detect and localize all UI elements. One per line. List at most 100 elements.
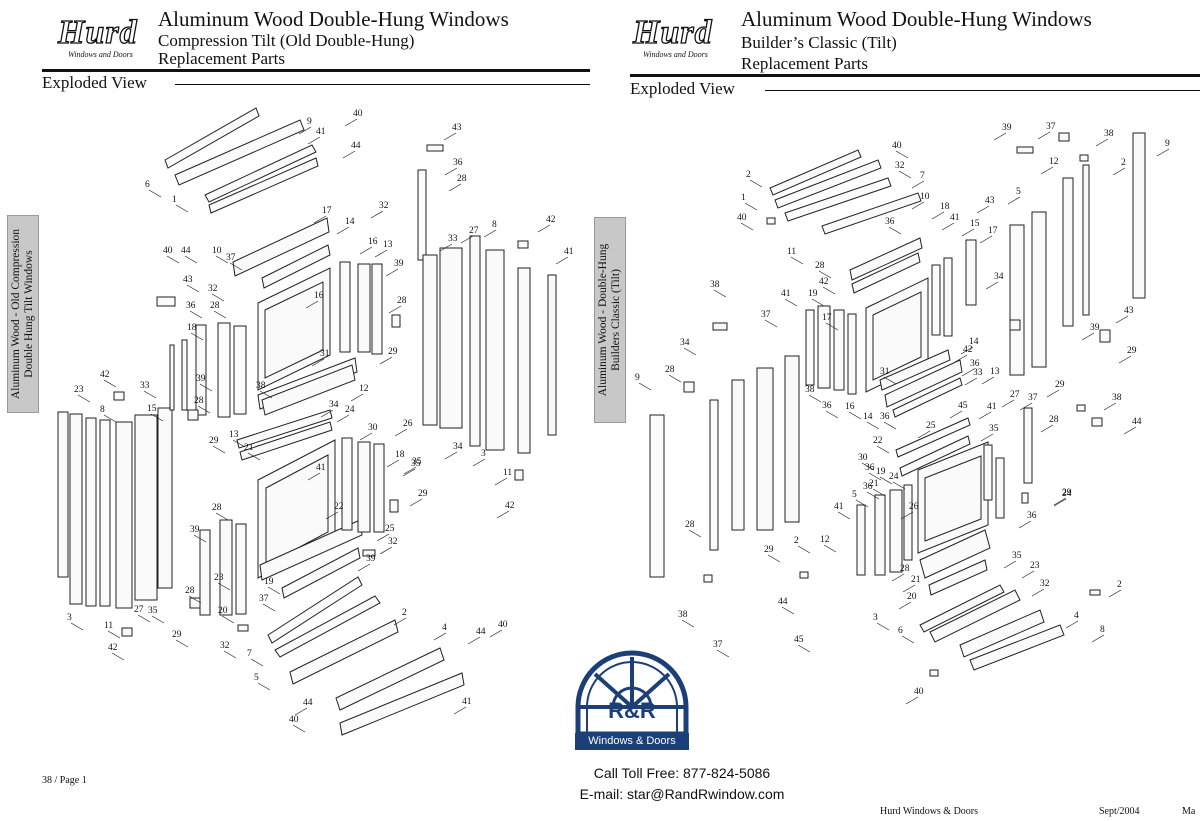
part-callout: 37 bbox=[1046, 122, 1056, 132]
part-callout: 28 bbox=[685, 520, 695, 530]
callout-leader bbox=[1021, 570, 1035, 579]
window-part bbox=[357, 441, 371, 533]
window-part bbox=[847, 313, 857, 395]
callout-leader bbox=[215, 255, 229, 264]
callout-leader bbox=[961, 228, 975, 237]
callout-leader bbox=[941, 222, 955, 231]
part-callout: 21 bbox=[244, 443, 254, 453]
part-callout: 29 bbox=[1062, 488, 1072, 498]
callout-leader bbox=[976, 205, 990, 214]
dealer-email: E-mail: star@RandRwindow.com bbox=[579, 786, 785, 802]
part-callout: 37 bbox=[761, 310, 771, 320]
callout-leader bbox=[448, 183, 462, 192]
part-callout: 37 bbox=[1028, 393, 1038, 403]
window-part bbox=[1132, 132, 1146, 299]
part-callout: 6 bbox=[898, 626, 903, 636]
part-callout: 41 bbox=[950, 213, 960, 223]
header-rule bbox=[42, 69, 590, 72]
window-part bbox=[899, 435, 971, 477]
window-part bbox=[389, 499, 399, 513]
part-callout: 4 bbox=[1074, 611, 1079, 621]
window-part bbox=[85, 417, 97, 607]
part-callout: 31 bbox=[880, 367, 890, 377]
part-callout: 3 bbox=[67, 613, 72, 623]
callout-leader bbox=[186, 284, 200, 293]
callout-leader bbox=[811, 298, 825, 307]
part-callout: 11 bbox=[104, 621, 113, 631]
callout-leader bbox=[409, 498, 423, 507]
part-callout: 35 bbox=[412, 457, 422, 467]
callout-leader bbox=[797, 545, 811, 554]
callout-leader bbox=[388, 305, 402, 314]
part-callout: 27 bbox=[1010, 390, 1020, 400]
callout-leader bbox=[137, 614, 151, 623]
part-callout: 35 bbox=[1012, 551, 1022, 561]
part-callout: 40 bbox=[353, 109, 363, 119]
hurd-logo-tagline: Windows and Doors bbox=[68, 50, 133, 59]
window-part bbox=[274, 595, 381, 658]
callout-leader bbox=[1018, 520, 1032, 529]
window-part bbox=[1058, 132, 1070, 142]
callout-leader bbox=[993, 132, 1007, 141]
part-callout: 19 bbox=[264, 577, 274, 587]
part-callout: 19 bbox=[876, 467, 886, 477]
part-callout: 36 bbox=[970, 359, 980, 369]
part-callout: 9 bbox=[307, 117, 312, 127]
part-callout: 29 bbox=[172, 630, 182, 640]
part-callout: 39 bbox=[1090, 323, 1100, 333]
part-callout: 13 bbox=[990, 367, 1000, 377]
part-callout: 24 bbox=[889, 472, 899, 482]
window-part bbox=[874, 494, 886, 576]
part-callout: 3 bbox=[873, 613, 878, 623]
part-callout: 15 bbox=[970, 219, 980, 229]
part-callout: 43 bbox=[183, 275, 193, 285]
callout-leader bbox=[402, 468, 416, 477]
part-callout: 26 bbox=[909, 502, 919, 512]
callout-leader bbox=[294, 707, 308, 716]
callout-leader bbox=[379, 356, 393, 365]
part-callout: 37 bbox=[713, 640, 723, 650]
callout-leader bbox=[257, 682, 271, 691]
window-part bbox=[1062, 177, 1074, 327]
part-callout: 8 bbox=[100, 405, 105, 415]
callout-leader bbox=[1115, 315, 1129, 324]
window-part bbox=[239, 421, 333, 461]
window-part bbox=[1023, 407, 1033, 484]
part-callout: 28 bbox=[900, 564, 910, 574]
left-catalog-page: Hurd Windows and Doors Aluminum Wood Dou… bbox=[7, 8, 590, 786]
part-callout: 18 bbox=[395, 450, 405, 460]
part-callout: 37 bbox=[226, 253, 236, 263]
callout-leader bbox=[917, 430, 931, 439]
part-callout: 29 bbox=[1127, 346, 1137, 356]
window-part bbox=[362, 549, 376, 557]
part-callout: 28 bbox=[815, 261, 825, 271]
part-callout: 9 bbox=[1165, 139, 1170, 149]
callout-leader bbox=[103, 379, 117, 388]
callout-leader bbox=[911, 180, 925, 189]
part-callout: 36 bbox=[880, 412, 890, 422]
callout-leader bbox=[979, 235, 993, 244]
window-part bbox=[261, 364, 356, 416]
callout-leader bbox=[292, 724, 306, 733]
window-part bbox=[235, 523, 247, 615]
part-callout: 39 bbox=[1002, 123, 1012, 133]
callout-leader bbox=[359, 432, 373, 441]
callout-leader bbox=[898, 601, 912, 610]
window-part bbox=[805, 309, 815, 386]
part-callout: 8 bbox=[1100, 625, 1105, 635]
part-callout: 36 bbox=[863, 482, 873, 492]
window-part bbox=[169, 344, 175, 411]
callout-leader bbox=[393, 617, 407, 626]
window-part bbox=[1089, 589, 1101, 596]
window-part bbox=[851, 252, 921, 294]
callout-leader bbox=[175, 639, 189, 648]
part-callout: 42 bbox=[546, 215, 556, 225]
part-callout: 35 bbox=[989, 424, 999, 434]
callout-leader bbox=[305, 300, 319, 309]
callout-leader bbox=[307, 472, 321, 481]
callout-leader bbox=[496, 510, 510, 519]
callout-leader bbox=[837, 511, 851, 520]
window-part bbox=[189, 597, 201, 609]
callout-leader bbox=[825, 410, 839, 419]
